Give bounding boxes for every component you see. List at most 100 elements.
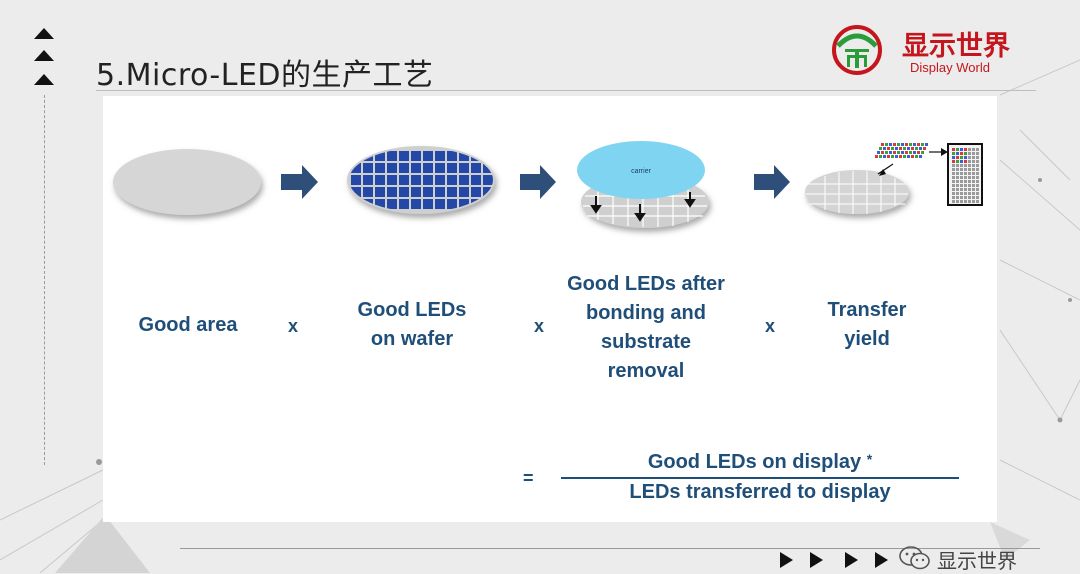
display-pixel [956,156,959,159]
rgb-subpixel [891,147,894,150]
rgb-subpixel [901,151,904,154]
rgb-subpixel [905,143,908,146]
play-triangle-icon [845,552,858,568]
led-chip [363,187,373,197]
display-pixel [976,152,979,155]
logo-name-chinese: 显示世界 [902,31,1010,62]
rgb-subpixel [879,147,882,150]
rgb-subpixel [923,147,926,150]
display-pixel [956,160,959,163]
display-pixel [960,196,963,199]
led-chip [435,199,445,209]
display-pixel [956,196,959,199]
display-pixel [976,196,979,199]
led-chip [483,199,493,209]
display-pixel [972,156,975,159]
led-chip [411,163,421,173]
led-chip [375,151,385,161]
led-chip [459,187,469,197]
display-pixel [972,152,975,155]
led-chip [435,151,445,161]
led-chip [351,175,361,185]
slide-title: 5.Micro-LED的生产工艺 [96,58,434,93]
rgb-subpixel [915,155,918,158]
display-pixel [976,192,979,195]
rgb-subpixel [913,151,916,154]
led-chip [351,187,361,197]
display-pixel [964,192,967,195]
display-pixel [968,192,971,195]
display-pixel [964,156,967,159]
display-pixel [952,164,955,167]
display-pixel [964,188,967,191]
display-pixel [960,156,963,159]
led-chip [399,175,409,185]
display-pixel [964,176,967,179]
display-pixel [968,196,971,199]
process-illustrations: carrier [113,141,983,228]
display-pixel [976,184,979,187]
led-chip [483,151,493,161]
title-divider [96,90,1036,91]
transfer-to-display-icon [805,143,983,214]
display-pixel [952,168,955,171]
led-chip [447,163,457,173]
carrier-label: carrier [631,168,652,175]
wechat-icon [899,546,930,570]
led-chip [423,175,433,185]
rgb-subpixel [875,155,878,158]
display-pixel [976,188,979,191]
display-pixel [972,184,975,187]
multiply-symbol: x [765,316,776,336]
led-chip [399,199,409,209]
rgb-subpixel [885,151,888,154]
left-rail-line [44,95,45,465]
display-pixel [960,176,963,179]
rgb-subpixel [921,143,924,146]
led-chip [399,151,409,161]
display-pixel [972,176,975,179]
led-chip [423,199,433,209]
display-pixel [976,160,979,163]
display-world-logo: 显示世界 Display World [830,22,1030,82]
display-pixel [964,180,967,183]
display-pixel [968,152,971,155]
display-pixel [960,192,963,195]
led-chip [387,187,397,197]
rgb-subpixel [885,143,888,146]
rgb-subpixel [879,155,882,158]
rgb-subpixel [917,143,920,146]
rgb-subpixel [881,143,884,146]
display-pixel [960,172,963,175]
led-chip [447,187,457,197]
up-triangle-icon [34,74,54,85]
led-chip [411,175,421,185]
multiply-symbol: x [288,316,299,336]
rgb-subpixel [889,143,892,146]
display-pixel [956,188,959,191]
up-triangle-icon [34,28,54,39]
led-chip [351,151,361,161]
led-chip [435,163,445,173]
display-pixel [964,172,967,175]
rgb-subpixel [903,155,906,158]
display-pixel [968,164,971,167]
rgb-subpixel [891,155,894,158]
display-pixel [960,164,963,167]
footer-divider [180,548,1040,549]
logo-name-english: Display World [910,60,990,75]
led-chip [411,187,421,197]
numerator-text: Good LEDs on display [647,451,862,473]
display-pixel [956,200,959,203]
display-pixel [956,148,959,151]
play-triangle-icon [810,552,823,568]
display-pixel [952,148,955,151]
display-pixel [952,188,955,191]
rgb-subpixel [917,151,920,154]
display-pixel [972,200,975,203]
display-pixel [976,172,979,175]
term-good-leds-on-wafer: Good LEDs on wafer [357,299,467,350]
rgb-subpixel [909,143,912,146]
rgb-subpixel [897,143,900,146]
rgb-subpixel [899,155,902,158]
